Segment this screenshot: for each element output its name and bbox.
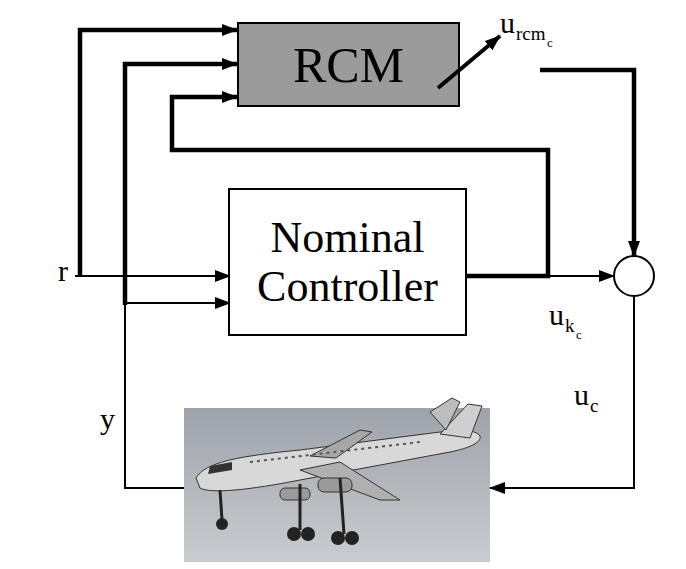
u-wire — [490, 296, 634, 488]
signal-subscript: c — [547, 36, 553, 49]
signal-subscript: rcm — [516, 24, 546, 43]
signal-name: r — [58, 256, 68, 286]
rcm-box: RCM — [237, 22, 460, 107]
y-branch-wire — [125, 64, 237, 305]
r-wire — [75, 275, 230, 277]
r-branch-wire — [80, 30, 237, 276]
signal-subscript: c — [576, 328, 582, 341]
signal-name: u — [549, 300, 564, 330]
signal-subscript: c — [590, 396, 598, 415]
signal-subscript: k — [565, 316, 575, 335]
signal-name: u — [500, 8, 515, 38]
signal-name: y — [100, 404, 115, 434]
controller-box: Nominal Controller — [228, 188, 467, 336]
node-label: RCM — [293, 37, 404, 93]
y-wire — [125, 303, 230, 488]
signal-name: u — [574, 380, 589, 410]
summing-junction — [614, 256, 654, 296]
adaptation-arrow — [438, 36, 500, 88]
aircraft-picture — [184, 398, 490, 562]
node-label: Nominal Controller — [240, 213, 455, 312]
urcm-wire — [540, 70, 634, 256]
